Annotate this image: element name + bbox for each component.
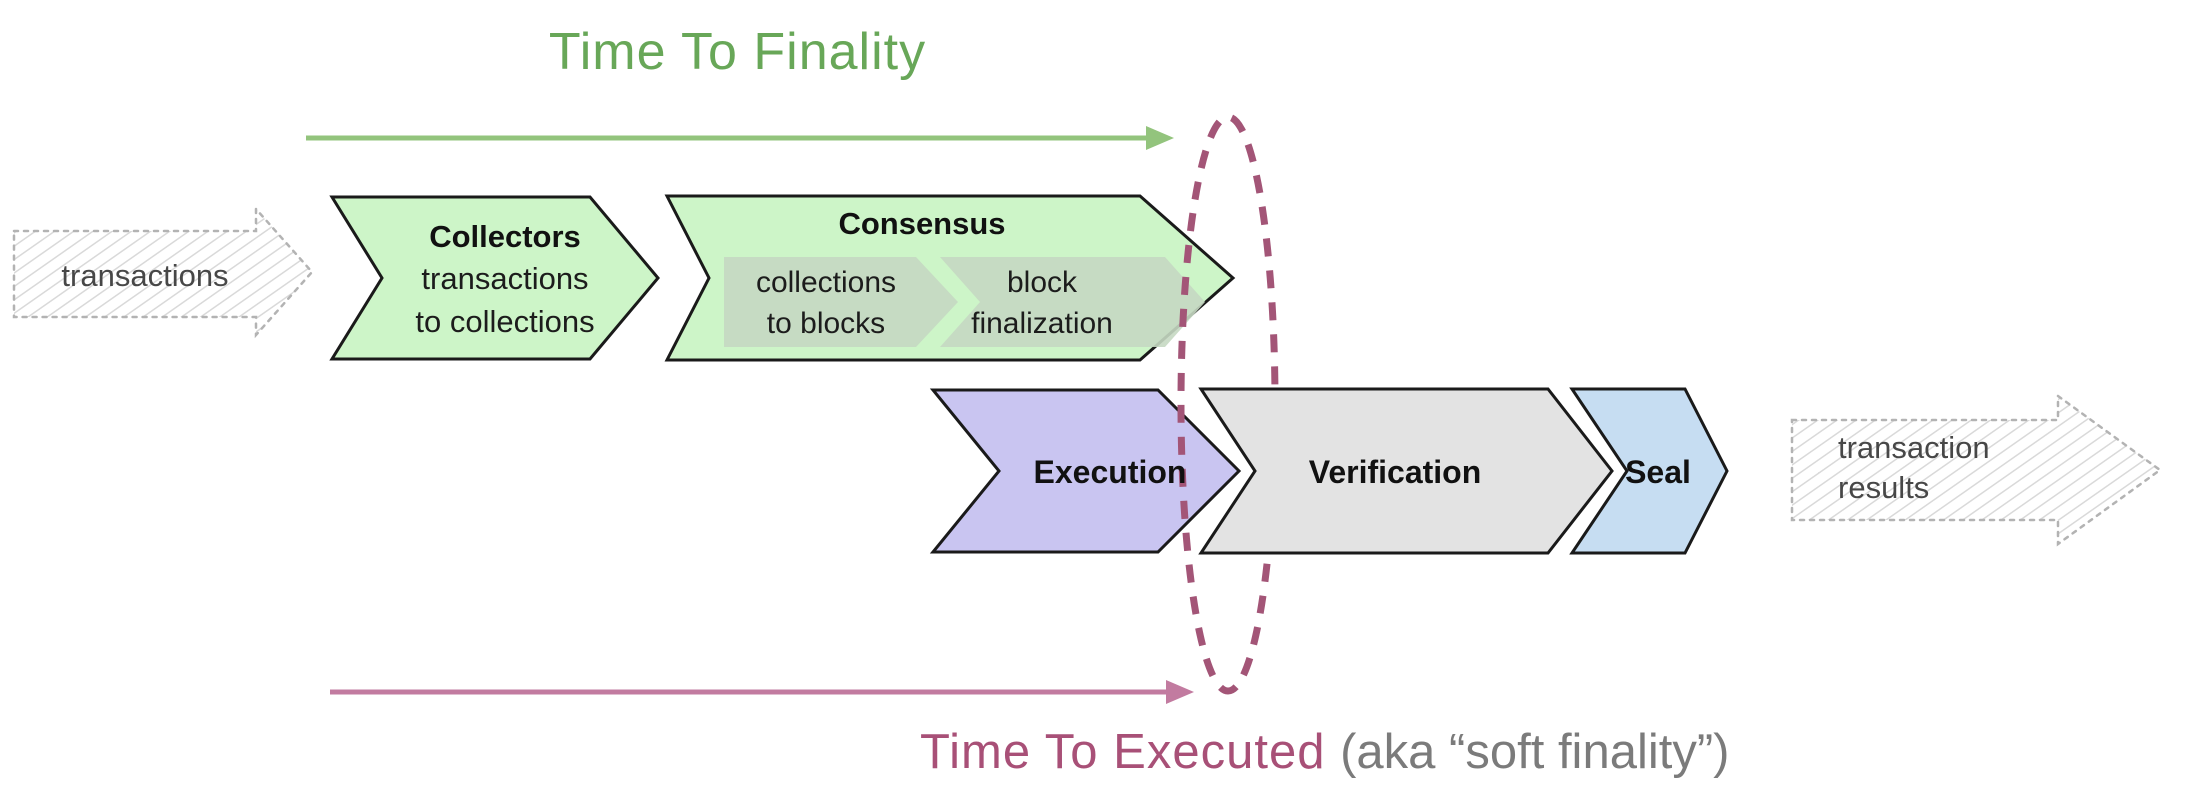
block-finalization-line2: finalization bbox=[971, 307, 1113, 340]
execution-title: Execution bbox=[1033, 454, 1187, 490]
verification-title: Verification bbox=[1308, 454, 1482, 490]
seal-title: Seal bbox=[1625, 454, 1691, 490]
execution-chevron bbox=[929, 388, 1242, 554]
consensus-title: Consensus bbox=[838, 206, 1006, 241]
collections-to-blocks-label: collections to blocks bbox=[726, 262, 926, 344]
soft-finality-note: (aka “soft finality”) bbox=[1340, 725, 1730, 779]
collections-to-blocks-line1: collections bbox=[755, 266, 897, 299]
time-to-executed-arrow-head-icon bbox=[1166, 680, 1194, 704]
time-to-finality-title: Time To Finality bbox=[548, 23, 927, 81]
collectors-subtitle-line1: transactions bbox=[421, 261, 589, 296]
collections-to-blocks-line2: to blocks bbox=[766, 307, 886, 340]
transaction-results-line2: results bbox=[1838, 470, 1930, 505]
block-finalization-line1: block bbox=[1006, 266, 1078, 299]
collectors-subtitle: transactions to collections bbox=[370, 257, 640, 343]
verification-chevron bbox=[1198, 387, 1614, 555]
seal-chevron bbox=[1569, 387, 1729, 555]
transaction-results-label: transaction results bbox=[1838, 428, 2078, 508]
block-finalization-subchevron bbox=[940, 257, 1205, 347]
collectors-chevron bbox=[329, 195, 660, 361]
transaction-results-output-arrow-icon bbox=[1790, 393, 2163, 547]
transaction-results-line1: transaction bbox=[1838, 430, 1990, 465]
time-to-executed-title: Time To Executed bbox=[920, 725, 1326, 779]
time-to-finality-arrow-head-icon bbox=[1146, 126, 1174, 150]
block-finalization-label: block finalization bbox=[937, 262, 1147, 344]
time-to-executed-title-row: Time To Executed (aka “soft finality”) bbox=[920, 724, 2040, 780]
collectors-title: Collectors bbox=[429, 219, 581, 254]
transactions-input-label: transactions bbox=[61, 258, 229, 293]
collections-to-blocks-subchevron bbox=[724, 257, 958, 347]
collectors-subtitle-line2: to collections bbox=[415, 304, 595, 339]
transactions-input-arrow-icon bbox=[12, 205, 314, 339]
